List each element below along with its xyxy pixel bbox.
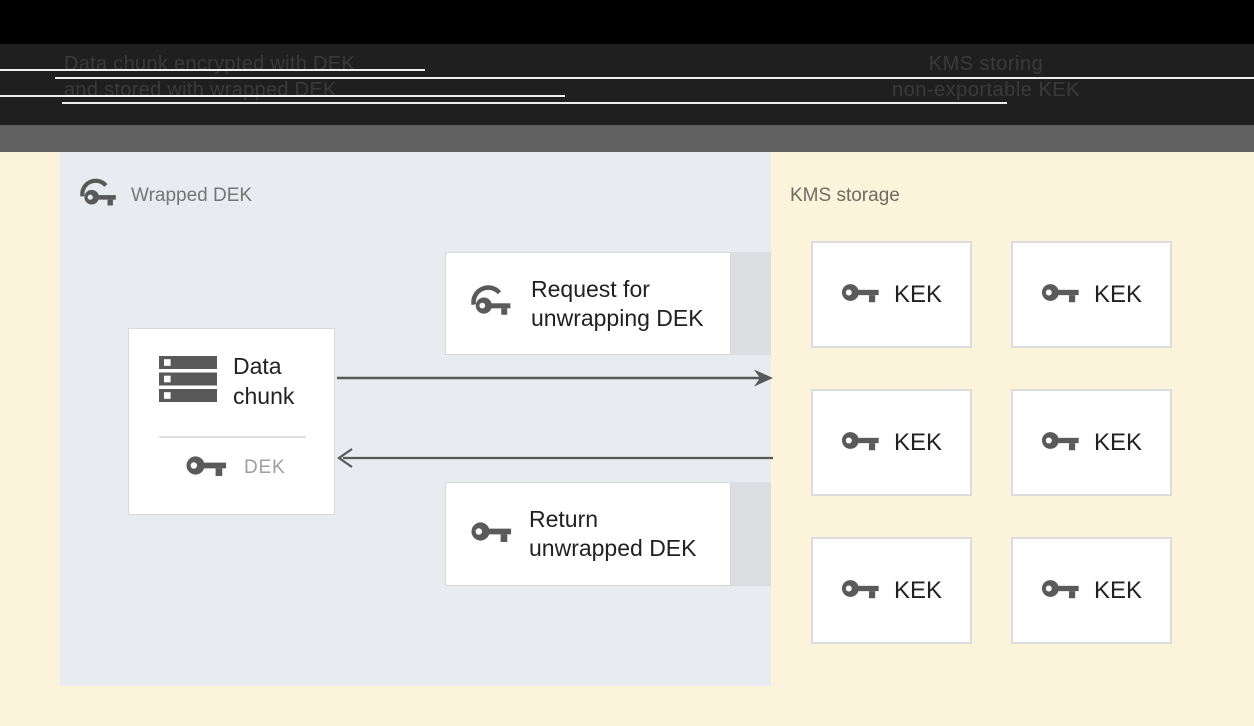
kek-box: KEK [1011, 241, 1172, 348]
dek-label: DEK [244, 457, 286, 478]
kms-storage-title: KMS storage [790, 185, 900, 206]
key-icon [1041, 281, 1081, 309]
key-icon [841, 281, 881, 309]
caption-line: Data chunk encrypted with DEK [64, 53, 356, 75]
kek-label: KEK [893, 280, 943, 308]
panel-edge-strip [731, 252, 771, 355]
divider [159, 436, 306, 438]
return-unwrapped-box: Return unwrapped DEK [445, 482, 731, 586]
kek-box: KEK [811, 537, 972, 644]
caption-line: KMS storing [928, 53, 1044, 75]
caption-kms-storing: KMS storing non-exportable KEK [838, 51, 1134, 103]
key-icon [471, 519, 513, 549]
data-chunk-label: Data chunk [233, 353, 295, 409]
request-label: Request for unwrapping DEK [531, 275, 704, 331]
key-icon [1041, 577, 1081, 605]
artifact-line [55, 77, 1254, 79]
wrapped-dek-title-row: Wrapped DEK [80, 176, 252, 216]
kek-box: KEK [1011, 389, 1172, 496]
data-chunk-box: Data chunk DEK [128, 328, 335, 515]
key-icon [1041, 429, 1081, 457]
figure-header: Data chunk encrypted with DEK and stored… [0, 0, 1254, 125]
kek-label: KEK [1093, 280, 1143, 308]
wrapped-dek-title: Wrapped DEK [131, 185, 253, 206]
dek-row: DEK [186, 453, 285, 483]
kek-box: KEK [811, 389, 972, 496]
key-icon [841, 577, 881, 605]
kek-label: KEK [1093, 576, 1143, 604]
kek-box: KEK [811, 241, 972, 348]
kek-box: KEK [1011, 537, 1172, 644]
caption-line: non-exportable KEK [891, 79, 1080, 101]
wrapped-key-icon [471, 284, 515, 323]
panel-edge-strip [731, 482, 771, 586]
kek-label: KEK [893, 576, 943, 604]
kek-label: KEK [893, 428, 943, 456]
key-icon [186, 453, 228, 483]
storage-stack-icon [159, 356, 217, 407]
key-icon [841, 429, 881, 457]
request-unwrap-box: Request for unwrapping DEK [445, 252, 731, 355]
artifact-line [62, 102, 1007, 104]
arrow-left-icon [337, 448, 773, 468]
artifact-line [0, 95, 565, 97]
wrapped-key-icon [80, 176, 120, 216]
arrow-right-icon [337, 369, 773, 387]
artifact-line [0, 69, 425, 71]
divider-bar [0, 125, 1254, 152]
return-label: Return unwrapped DEK [529, 506, 697, 561]
caption-line: and stored with wrapped DEK [64, 79, 337, 101]
kek-label: KEK [1093, 428, 1143, 456]
